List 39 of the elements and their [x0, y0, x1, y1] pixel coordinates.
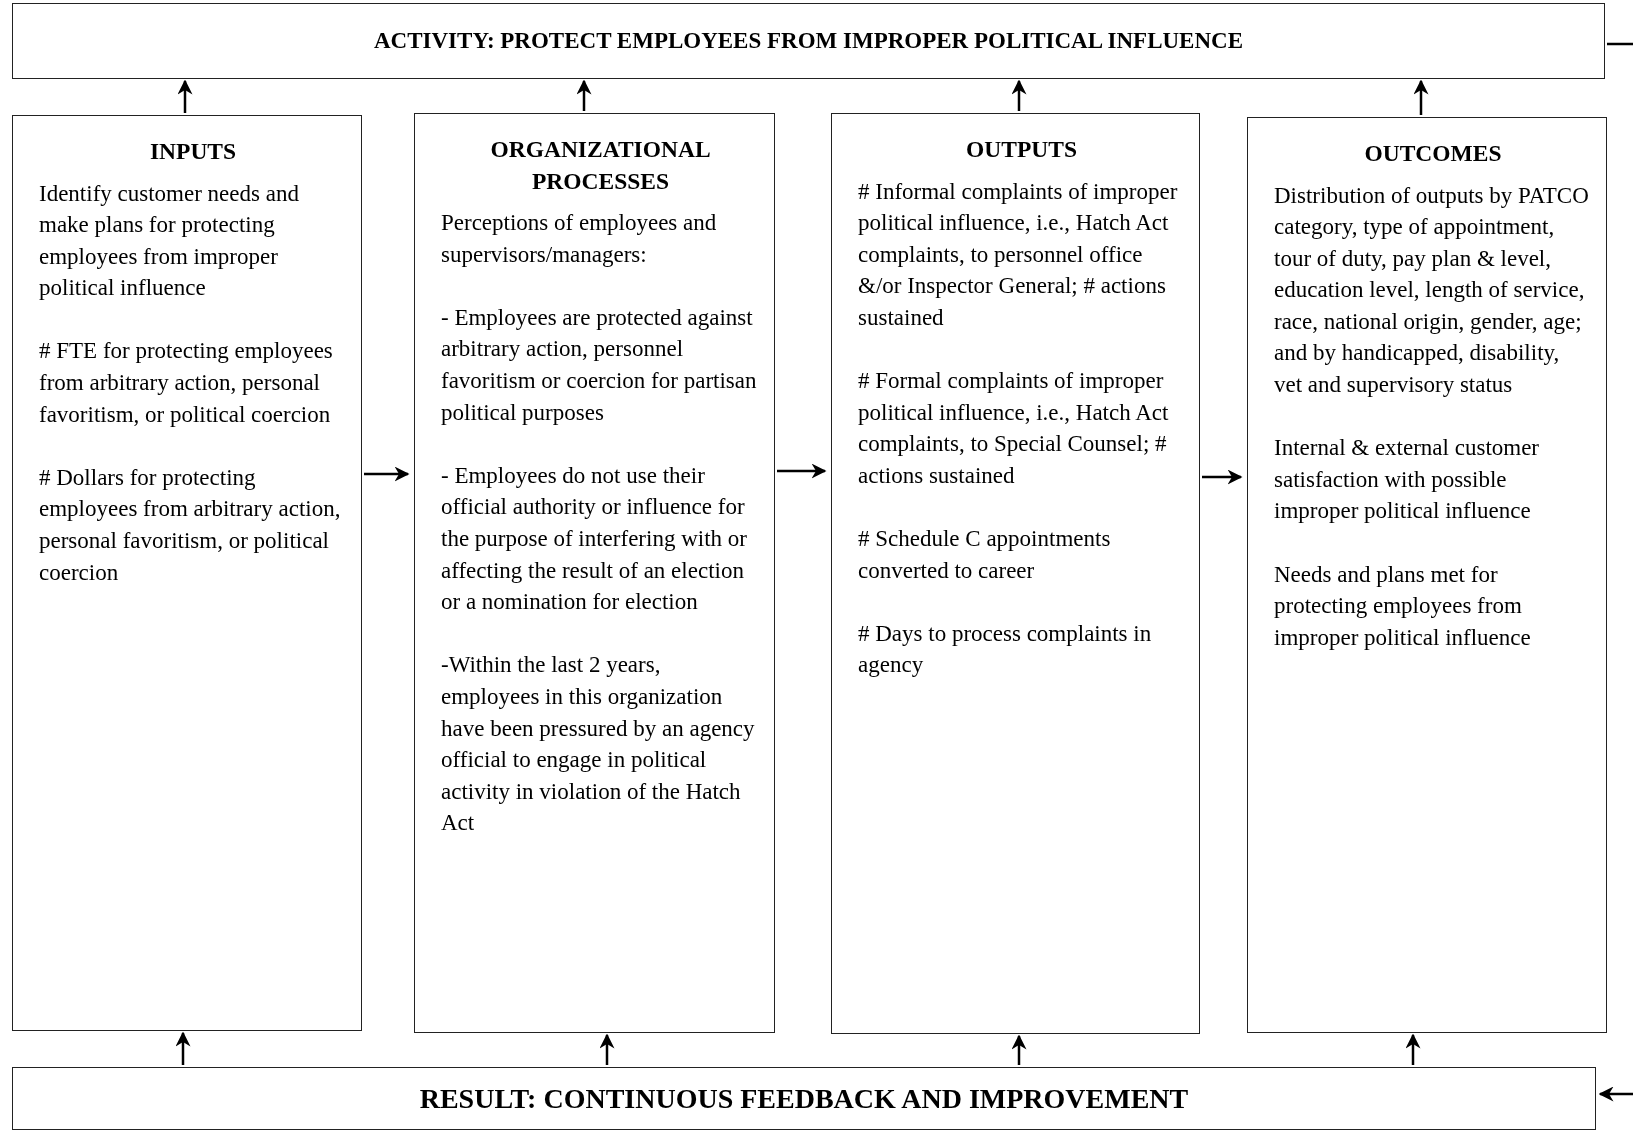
box-text: Needs and plans met for protecting employees from improper political influence [1274, 560, 1532, 652]
box-text: # Days to process complaints in agency [858, 619, 1153, 680]
arrow [777, 463, 827, 479]
box-text: - Employees are protected against arbitrary action, personnel favoritism or coercion for partisan political purposes [441, 303, 758, 427]
process-box [831, 113, 1200, 1034]
process-box [12, 3, 1605, 79]
box-text: Internal & external customer satisfaction with possible improper political influence [1274, 434, 1541, 526]
box-text: # Formal complaints of improper political influence, i.e., Hatch Act complaints, to Special Counsel; # actions sustained [858, 367, 1170, 490]
box-text: -Within the last 2 years, employees in this organization have been pressured by an agency official to engage in political activity in violation of the Hatch Act [441, 651, 756, 838]
box-text: Identify customer needs and make plans for protecting employees from improper political influence [39, 179, 300, 303]
arrow [177, 79, 193, 113]
box-heading: OUTPUTS [965, 135, 1078, 164]
arrow [1598, 1086, 1633, 1102]
connector-line [1607, 42, 1633, 46]
box-heading: RESULT: CONTINUOUS FEEDBACK AND IMPROVEMENT [419, 1082, 1189, 1115]
box-heading: ORGANIZATIONAL PROCESSES [489, 135, 712, 196]
box-heading: ACTIVITY: PROTECT EMPLOYEES FROM IMPROPER POLITICAL INFLUENCE [374, 28, 1243, 54]
arrow [599, 1033, 615, 1065]
box-heading: OUTCOMES [1363, 139, 1503, 168]
arrow [175, 1031, 191, 1065]
arrow [364, 466, 410, 482]
process-box [414, 113, 775, 1033]
box-heading: INPUTS [148, 137, 238, 166]
arrow [1405, 1033, 1421, 1065]
box-text: - Employees do not use their official authority or influence for the purpose of interfering with or affecting the result of an election or a nomination for election [441, 461, 748, 617]
arrow [1011, 1034, 1027, 1065]
arrow [1011, 79, 1027, 111]
box-text: # Schedule C appointments converted to career [858, 525, 1112, 585]
arrow [1202, 469, 1243, 485]
box-text: # Informal complaints of improper political influence, i.e., Hatch Act complaints, to personnel office &/or Inspector General; # actions sustained [858, 177, 1179, 332]
box-text: Perceptions of employees and supervisors/managers: [441, 209, 718, 269]
process-box [12, 1067, 1596, 1130]
arrow [1413, 79, 1429, 115]
box-text: Distribution of outputs by PATCO category, type of appointment, tour of duty, pay plan & level, education level, length of service, race, national origin, gender, age; and by handicapped, disability, vet and supervisory status [1274, 181, 1590, 400]
box-text: # Dollars for protecting employees from arbitrary action, personal favoritism, or political coercion [39, 463, 342, 587]
box-text: # FTE for protecting employees from arbitrary action, personal favoritism, or political coercion [39, 337, 334, 429]
process-box [12, 115, 362, 1031]
arrow [576, 79, 592, 111]
process-box [1247, 117, 1607, 1033]
